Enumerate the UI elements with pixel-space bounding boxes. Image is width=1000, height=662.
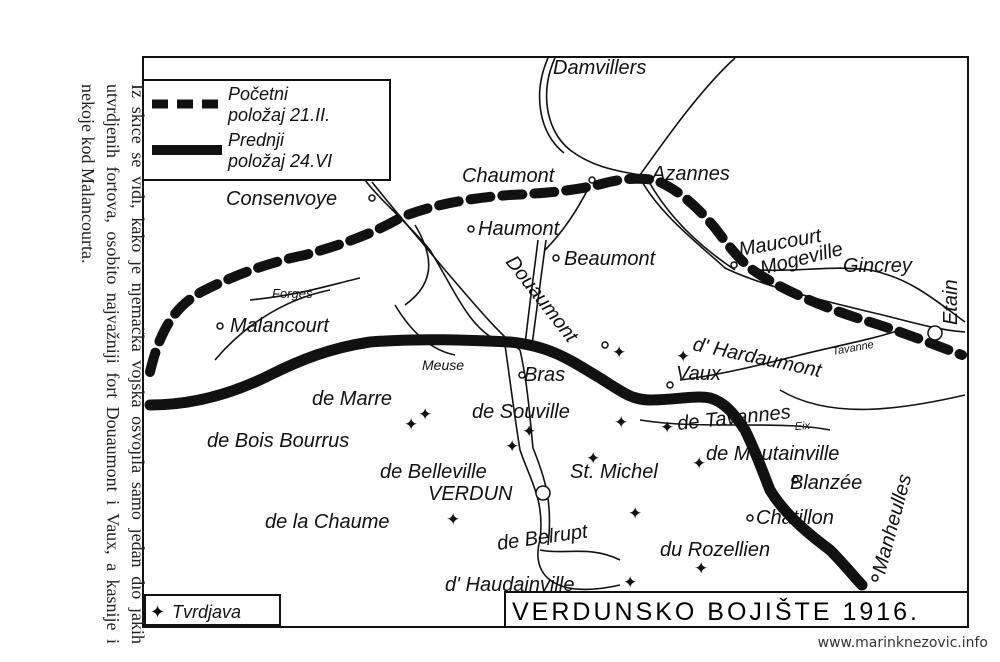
legend-forward-line1: Prednji: [228, 130, 285, 150]
legend-initial-line1: Početni: [228, 84, 289, 104]
label-forges: Forges: [272, 286, 313, 301]
label-haumont: Haumont: [478, 218, 561, 240]
svg-text:✦: ✦: [614, 413, 628, 433]
label-malancourt: Malancourt: [230, 315, 330, 337]
label-etain: Etain: [940, 279, 962, 325]
label-verdun: VERDUN: [428, 483, 513, 505]
label-souville: de Souville: [472, 401, 570, 423]
label-tavannes: de Tavannes: [676, 401, 791, 435]
label-tavanne: Tavanne: [831, 339, 874, 358]
svg-text:✦: ✦: [694, 559, 708, 579]
label-eix: Eix: [794, 420, 811, 433]
legend-forward-line2: položaj 24.VI: [227, 151, 332, 171]
label-blanzee: Blanzée: [790, 472, 862, 494]
roads: [214, 57, 966, 591]
legend-box: [142, 79, 391, 181]
label-chaume: de la Chaume: [265, 511, 390, 533]
svg-text:✦: ✦: [418, 405, 432, 425]
svg-text:✦: ✦: [522, 422, 536, 442]
label-gincrey: Gincrey: [843, 255, 913, 277]
side-caption: Iz skice se vidi, kako je njemačka vojsk…: [78, 84, 148, 644]
label-azannes: Azannes: [651, 163, 730, 185]
label-belleville: de Belleville: [380, 461, 487, 483]
svg-text:✦: ✦: [623, 573, 637, 593]
label-bois-bourrus: de Bois Bourrus: [207, 430, 349, 452]
svg-text:✦: ✦: [628, 504, 642, 524]
title-box: [504, 591, 969, 628]
town-markers: [216, 176, 943, 582]
label-consenvoye: Consenvoye: [226, 188, 337, 210]
label-chaumont: Chaumont: [462, 165, 556, 187]
fort-markers: ✦ ✦ ✦ ✦ ✦ ✦ ✦ ✦ ✦ ✦ ✦ ✦ ✦ ✦: [404, 343, 708, 593]
label-st-michel: St. Michel: [570, 461, 658, 483]
label-haudainville: d' Haudainville: [445, 574, 574, 596]
label-rozellien: du Rozellien: [660, 539, 770, 561]
svg-text:✦: ✦: [660, 418, 674, 438]
label-damvillers: Damvillers: [553, 57, 646, 79]
label-meuse: Meuse: [422, 357, 464, 373]
label-moutainville: de Moutainville: [706, 443, 839, 465]
svg-text:✦: ✦: [692, 454, 706, 474]
svg-text:✦: ✦: [676, 347, 690, 367]
legend-initial-line2: položaj 21.II.: [227, 105, 330, 125]
initial-front-line: [145, 173, 967, 377]
label-bras: Bras: [524, 364, 565, 386]
svg-text:✦: ✦: [446, 510, 460, 530]
label-manheulles: Manheulles: [869, 472, 917, 577]
svg-text:✦: ✦: [505, 437, 519, 457]
fort-icon: ✦: [150, 602, 165, 623]
label-vaux: Vaux: [676, 363, 722, 385]
label-beaumont: Beaumont: [564, 248, 657, 270]
svg-text:✦: ✦: [404, 415, 418, 435]
forward-front-line: [144, 334, 868, 591]
svg-text:✦: ✦: [612, 343, 626, 363]
label-marre: de Marre: [312, 388, 392, 410]
map-title: VERDUNSKO BOJIŠTE 1916.: [512, 597, 920, 626]
fort-legend-box: [144, 594, 281, 626]
fort-legend-label: Tvrdjava: [172, 602, 241, 622]
label-chatillon: Chatillon: [756, 507, 834, 529]
svg-text:✦: ✦: [586, 449, 600, 469]
watermark: www.marinknezovic.info: [817, 635, 988, 651]
